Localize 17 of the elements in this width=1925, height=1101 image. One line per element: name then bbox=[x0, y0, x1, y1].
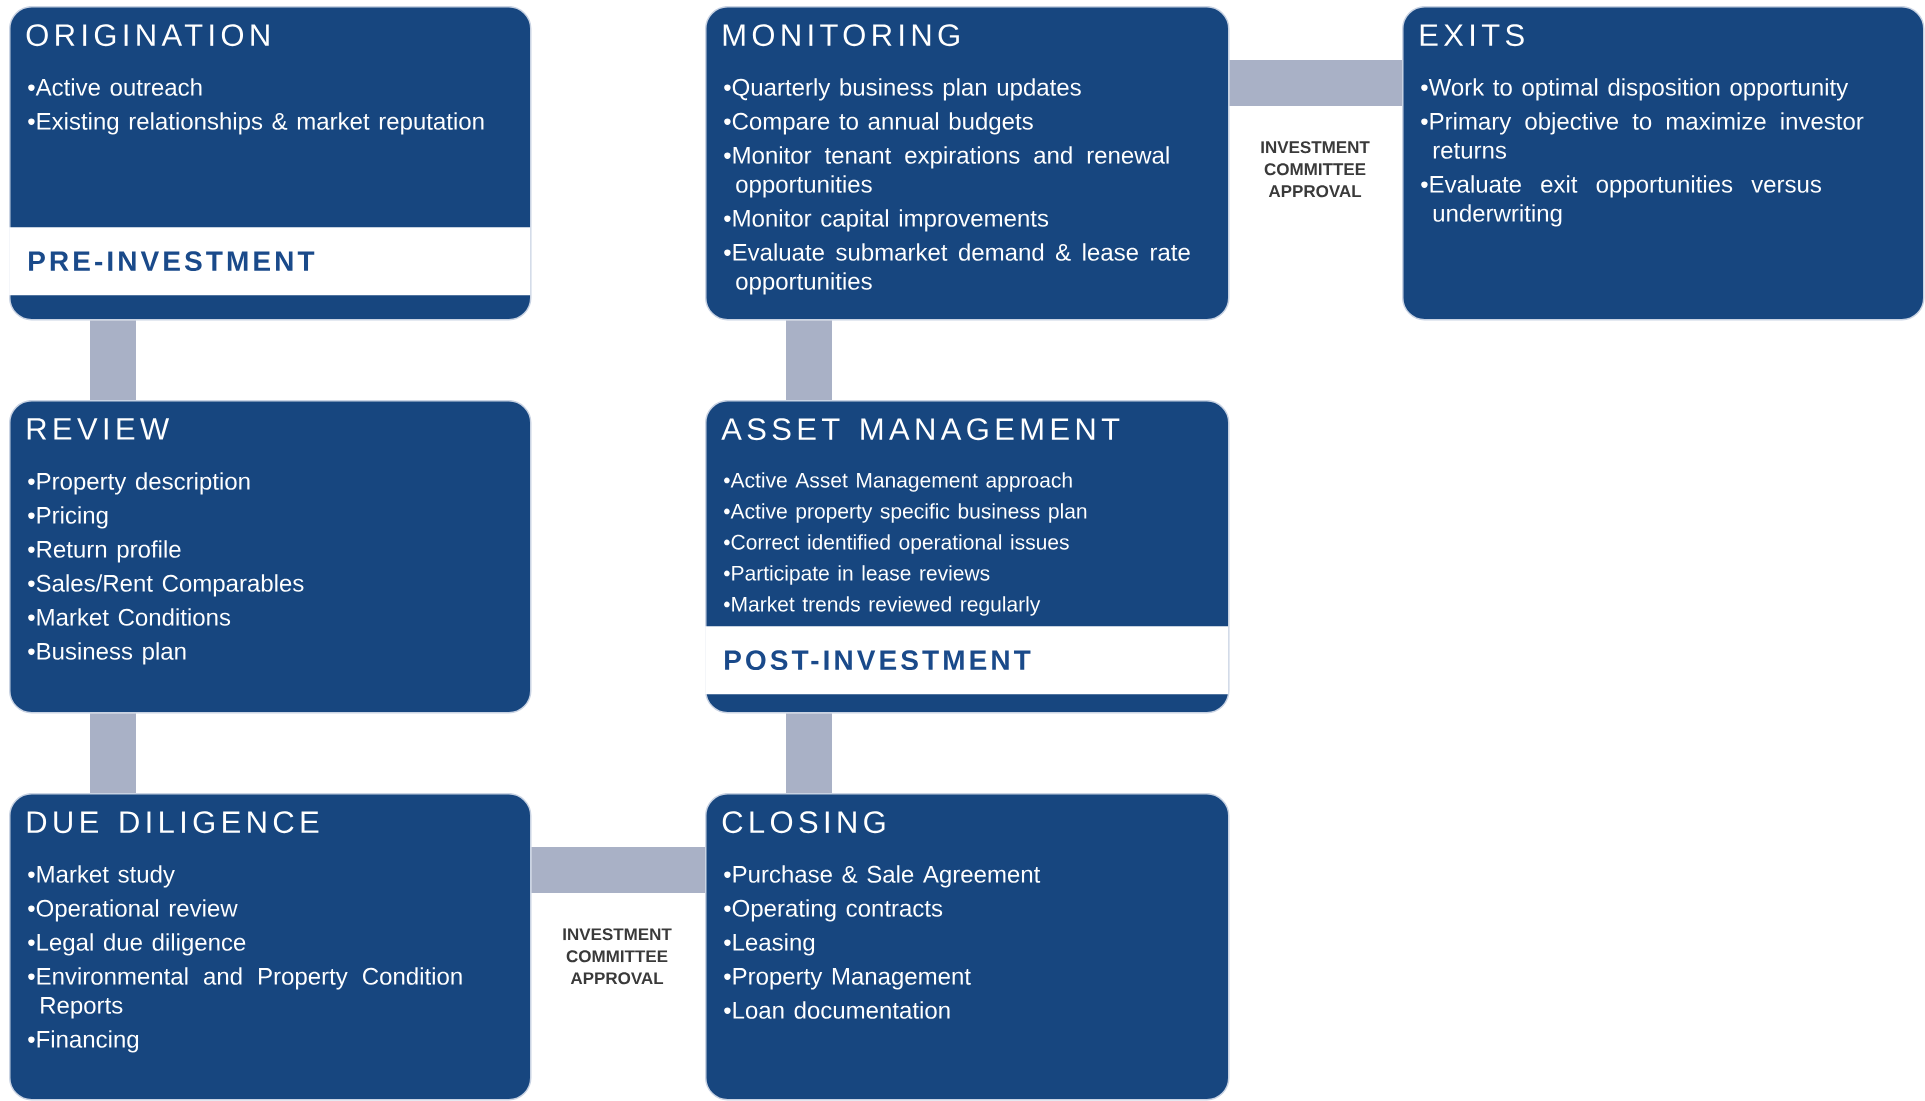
connector-bar bbox=[786, 320, 832, 400]
connector-bar bbox=[786, 713, 832, 793]
node-label: PRE-INVESTMENT bbox=[29, 251, 315, 272]
section-band: PRE-INVESTMENT bbox=[9, 227, 531, 296]
connector-bar bbox=[90, 713, 136, 793]
connector-bar bbox=[90, 320, 136, 400]
node-label: POST-INVESTMENT bbox=[725, 650, 1031, 671]
edge-label: INVESTMENT COMMITTEE APPROVAL bbox=[563, 928, 672, 985]
stage-box: REVIEW •Property description •Pricing •Return profile •Sales/Rent Comparables •Market Conditions •Business plan bbox=[9, 400, 532, 714]
section-band: POST-INVESTMENT bbox=[705, 626, 1229, 695]
stage-box: EXITS •Work to optimal disposition opportunity •Primary objective to maximize investor returns •Evaluate exit opportunities versus underwriting bbox=[1402, 6, 1925, 321]
stage-box: CLOSING •Purchase & Sale Agreement •Operating contracts •Leasing •Property Management •Loan documentation bbox=[705, 793, 1230, 1101]
edge-label: INVESTMENT COMMITTEE APPROVAL bbox=[1261, 141, 1370, 198]
connector-bar bbox=[1229, 60, 1402, 106]
stage-box: DUE DILIGENCE •Market study •Operational review •Legal due diligence •Environmental and Property Condition Reports •Financing bbox=[9, 793, 532, 1101]
stage-box: MONITORING •Quarterly business plan updates •Compare to annual budgets •Monitor tenant expirations and renewal opportunities •Monitor capital improvements •Evaluate submarket demand & lease rate opportunities bbox=[705, 6, 1230, 321]
connector-bar bbox=[531, 847, 705, 893]
